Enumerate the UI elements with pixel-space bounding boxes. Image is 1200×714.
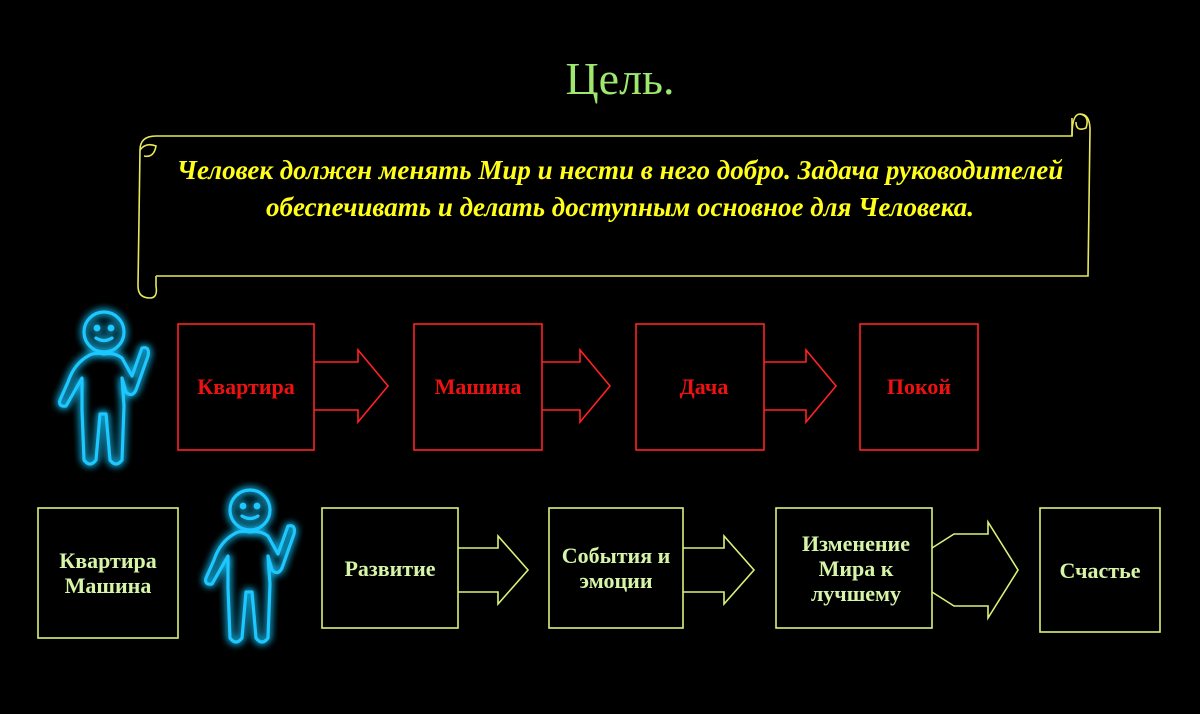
have-box-label: Квартира Машина <box>59 548 157 598</box>
arrow-shape <box>542 347 612 425</box>
step-box <box>859 323 979 451</box>
arrow-shape <box>931 519 1019 621</box>
step-label: Развитие <box>344 555 436 581</box>
step-label: Счастье <box>1059 557 1141 583</box>
goal-statement: Человек должен менять Мир и нести в него… <box>176 155 1064 222</box>
slide-title: Цель. <box>565 53 675 104</box>
step-box <box>635 323 765 451</box>
row2-arrows <box>37 507 1161 639</box>
step-label: Дача <box>679 374 729 399</box>
step-label: Покой <box>886 374 952 399</box>
step-box <box>37 507 179 639</box>
row1-arrows <box>177 323 979 451</box>
arrow-shape <box>683 533 756 607</box>
step-box <box>1039 507 1161 633</box>
step-box <box>321 507 459 629</box>
arrow-shape <box>314 347 390 425</box>
step-box <box>177 323 315 451</box>
person-icon <box>58 310 150 466</box>
step-box <box>548 507 684 629</box>
arrow-shape <box>764 347 838 425</box>
scroll-banner <box>137 113 1091 299</box>
step-box <box>413 323 543 451</box>
person-icon <box>204 488 296 644</box>
step-label: Машина <box>434 374 522 399</box>
arrow-shape <box>458 533 530 607</box>
step-label: Изменение Мира к лучшему <box>802 530 910 606</box>
step-box <box>775 507 933 629</box>
step-label: События и эмоции <box>561 543 671 593</box>
step-label: Квартира <box>197 374 295 399</box>
